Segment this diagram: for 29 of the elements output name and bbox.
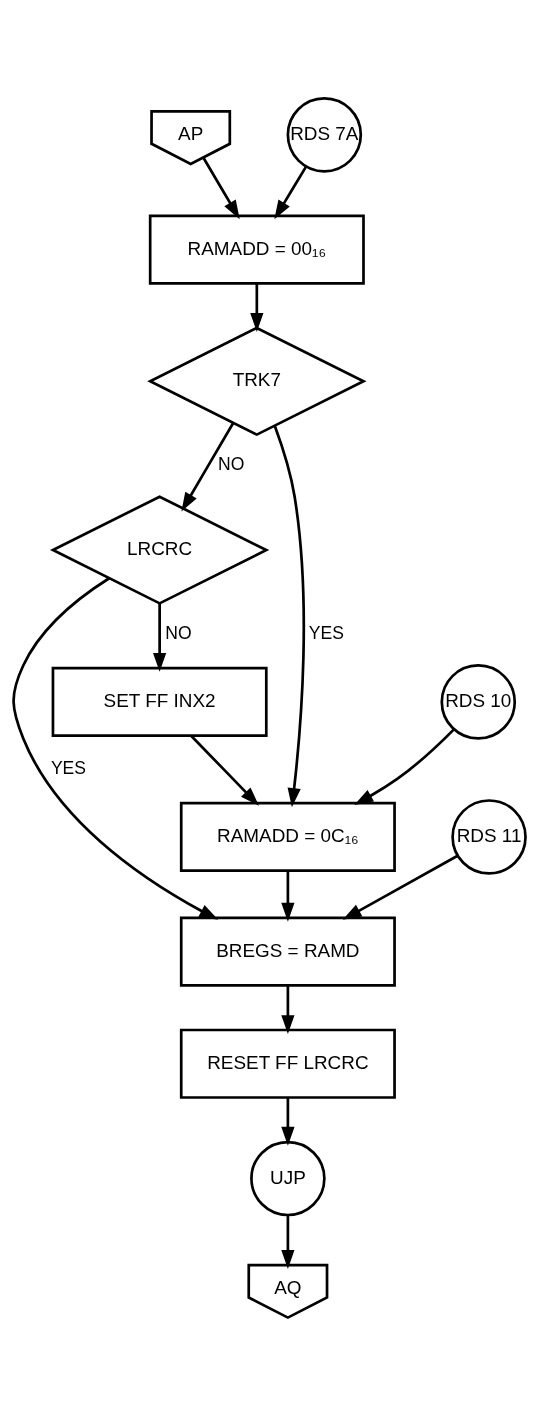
node-circle: RDS 10 [440, 664, 517, 740]
node-circle: UJP [250, 1140, 326, 1217]
arrow [274, 166, 308, 220]
edge-label: NO [165, 623, 192, 644]
arrow [281, 1215, 295, 1269]
arrow [342, 854, 459, 920]
node-circle: RDS 7A [286, 97, 363, 173]
arrow [354, 728, 455, 805]
node-box: BREGS = RAMD [179, 916, 396, 987]
node-diamond: LRCRC [49, 495, 270, 605]
node-box: RESET FF LRCRC [179, 1028, 396, 1099]
arrow [181, 422, 235, 512]
node-box: RAMADD = 00₁₆ [148, 214, 365, 285]
node-diamond: TRK7 [147, 326, 367, 437]
arrow [153, 603, 167, 672]
arrow [202, 157, 240, 220]
edge-label: YES [308, 623, 344, 644]
arrow [281, 985, 295, 1035]
arrow [281, 870, 295, 922]
node-box: RAMADD = 0C₁₆ [179, 801, 396, 873]
edge-label: NO [218, 454, 245, 475]
arrow [190, 735, 259, 806]
node-box: SET FF INX2 [51, 666, 268, 738]
edge-label: YES [50, 758, 87, 779]
arrow [250, 283, 264, 332]
arrow [12, 577, 219, 920]
node-circle: RDS 11 [451, 799, 527, 875]
arrow [281, 1097, 295, 1146]
arrow [273, 425, 306, 808]
